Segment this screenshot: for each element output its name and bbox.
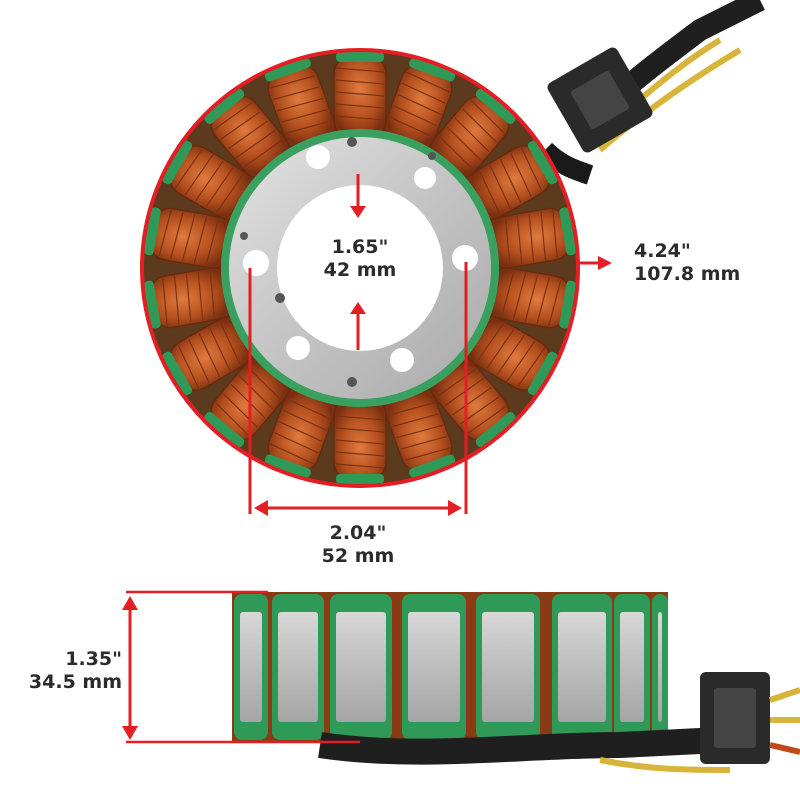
pole-face bbox=[552, 594, 612, 740]
pole-face bbox=[402, 594, 466, 740]
pole-face bbox=[476, 594, 540, 740]
side-pole-faces bbox=[234, 594, 668, 740]
outer-diameter-arrow bbox=[578, 256, 612, 270]
coil bbox=[143, 207, 235, 269]
outer-diameter-outline bbox=[140, 48, 580, 488]
wiring-harness-top bbox=[537, 0, 765, 185]
coil bbox=[333, 52, 387, 139]
coil bbox=[383, 385, 456, 479]
bolt-hole bbox=[390, 348, 414, 372]
inner-diameter-label: 1.65" 42 mm bbox=[300, 236, 420, 282]
outer-diameter-label: 4.24" 107.8 mm bbox=[634, 240, 740, 286]
bolt-spacing-imperial: 2.04" bbox=[329, 522, 387, 544]
pole-face bbox=[234, 594, 268, 740]
inner-diameter-arrows bbox=[350, 174, 366, 350]
bolt-hole-right bbox=[452, 245, 478, 271]
bolt-spacing-label: 2.04" 52 mm bbox=[298, 522, 418, 568]
center-bore bbox=[277, 185, 443, 351]
bolt-hole bbox=[306, 145, 330, 169]
inner-diameter-metric: 42 mm bbox=[323, 259, 397, 281]
stack-height-metric: 34.5 mm bbox=[28, 671, 122, 693]
coil bbox=[384, 57, 456, 151]
bolt-hole bbox=[414, 167, 436, 189]
pole-face bbox=[330, 594, 392, 740]
pole-face bbox=[614, 594, 650, 740]
outer-diameter-metric: 107.8 mm bbox=[634, 263, 741, 285]
coil bbox=[264, 385, 336, 479]
stack-height-imperial: 1.35" bbox=[65, 648, 122, 670]
outer-diameter-imperial: 4.24" bbox=[634, 240, 691, 262]
coil bbox=[485, 207, 577, 269]
pole-face bbox=[272, 594, 324, 740]
coil bbox=[428, 357, 516, 448]
coil bbox=[204, 88, 292, 179]
bolt-spacing-dimension bbox=[248, 262, 468, 516]
bolt-hole bbox=[286, 336, 310, 360]
stack-height-dimension bbox=[122, 590, 360, 744]
stack-height-label: 1.35" 34.5 mm bbox=[0, 648, 122, 694]
bolt-hole-left bbox=[243, 250, 269, 276]
coil bbox=[333, 397, 387, 484]
coil bbox=[465, 316, 558, 396]
coil bbox=[143, 267, 235, 329]
inner-diameter-imperial: 1.65" bbox=[331, 236, 389, 258]
stator-side-view bbox=[232, 592, 800, 773]
bolt-spacing-metric: 52 mm bbox=[321, 545, 395, 567]
pole-face bbox=[652, 594, 668, 740]
